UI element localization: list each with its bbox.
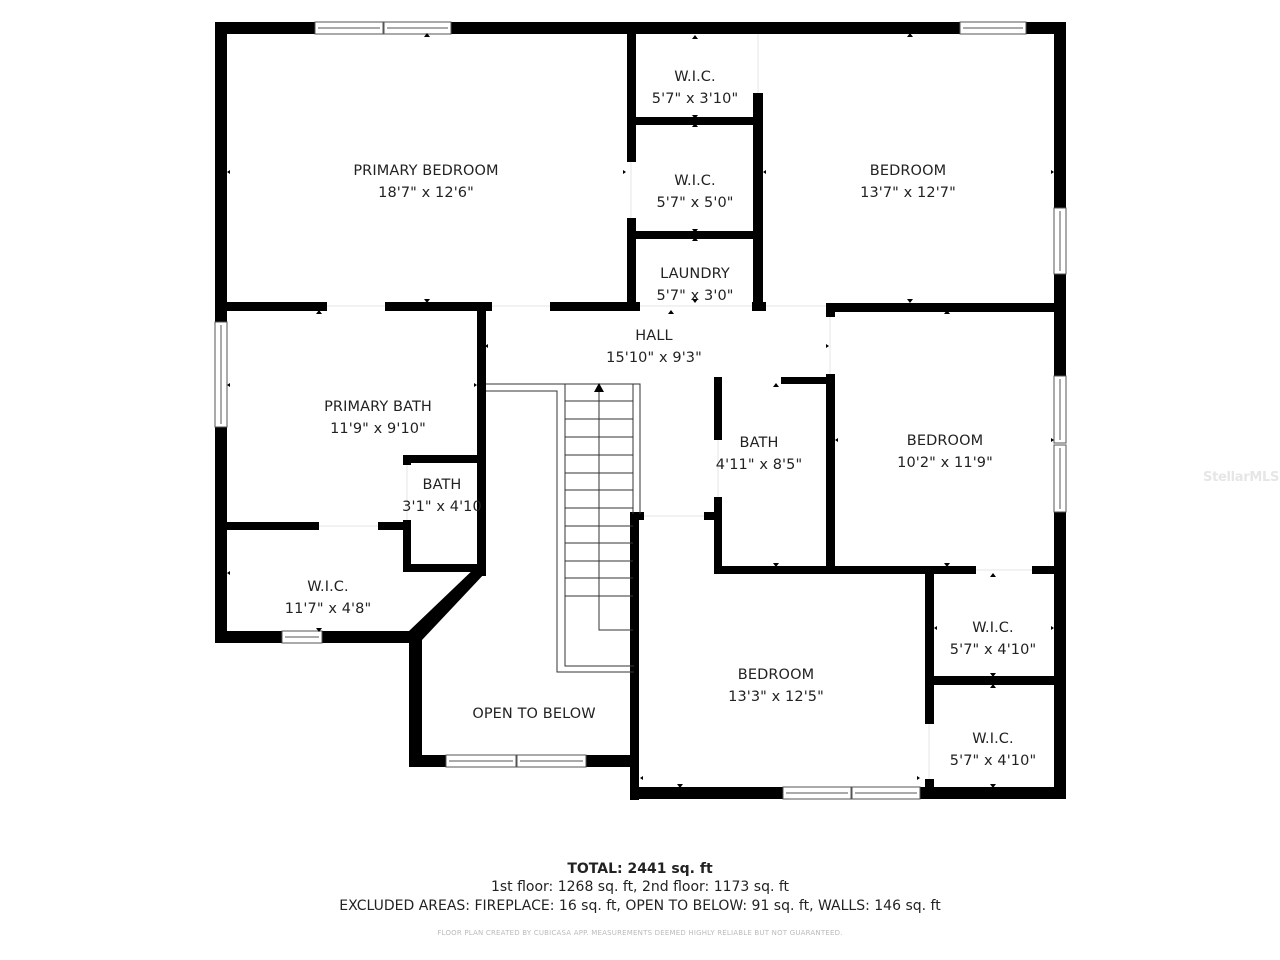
room-dimensions: 13'7" x 12'7"	[860, 185, 956, 201]
room-name: BATH	[739, 435, 779, 451]
room-name: BEDROOM	[869, 163, 947, 179]
room-name: PRIMARY BATH	[324, 399, 432, 415]
room-name: OPEN TO BELOW	[472, 706, 596, 722]
door-openings	[319, 34, 1032, 779]
room-open-to-below: OPEN TO BELOW	[472, 703, 595, 725]
plan-credit: FLOOR PLAN CREATED BY CUBICASA APP. MEAS…	[437, 929, 843, 937]
dimension-markers	[227, 33, 1054, 788]
room-name: W.I.C.	[307, 579, 349, 595]
windows	[214, 21, 1067, 800]
room-name: BATH	[422, 477, 462, 493]
room-bedroom-s: BEDROOM 13'3" x 12'5"	[728, 664, 824, 708]
walls	[215, 22, 1066, 800]
total-area: TOTAL: 2441 sq. ft	[567, 861, 713, 877]
room-bath-small: BATH 3'1" x 4'10	[402, 474, 482, 518]
room-dimensions: 11'7" x 4'8"	[284, 601, 372, 617]
room-wic-se-bottom: W.I.C. 5'7" x 4'10"	[950, 728, 1036, 772]
room-dimensions: 5'7" x 4'10"	[949, 753, 1037, 769]
room-wic-top: W.I.C. 5'7" x 3'10"	[652, 66, 738, 110]
room-name: BEDROOM	[906, 433, 984, 449]
room-name: W.I.C.	[972, 620, 1014, 636]
room-dimensions: 5'7" x 3'10"	[651, 91, 739, 107]
mls-watermark: StellarMLS	[1203, 470, 1280, 485]
room-dimensions: 13'3" x 12'5"	[728, 689, 824, 705]
room-primary-bedroom: PRIMARY BEDROOM 18'7" x 12'6"	[353, 160, 498, 204]
room-name: W.I.C.	[674, 69, 716, 85]
excluded-areas: EXCLUDED AREAS: FIREPLACE: 16 sq. ft, OP…	[339, 898, 941, 914]
room-dimensions: 3'1" x 4'10	[402, 499, 482, 515]
room-dimensions: 4'11" x 8'5"	[715, 457, 803, 473]
room-wic-se-top: W.I.C. 5'7" x 4'10"	[950, 617, 1036, 661]
room-dimensions: 15'10" x 9'3"	[606, 350, 702, 366]
room-bedroom-ne: BEDROOM 13'7" x 12'7"	[860, 160, 956, 204]
room-wic-middle: W.I.C. 5'7" x 5'0"	[656, 170, 733, 214]
room-name: LAUNDRY	[660, 266, 730, 282]
room-dimensions: 5'7" x 3'0"	[656, 288, 734, 304]
stair-direction-line	[598, 390, 633, 631]
room-dimensions: 18'7" x 12'6"	[378, 185, 474, 201]
staircase	[486, 383, 641, 673]
stair-up-arrow-icon	[594, 383, 604, 392]
room-dimensions: 5'7" x 5'0"	[656, 195, 734, 211]
room-name: BEDROOM	[737, 667, 815, 683]
room-dimensions: 10'2" x 11'9"	[897, 455, 993, 471]
room-dimensions: 11'9" x 9'10"	[330, 421, 426, 437]
room-bedroom-e: BEDROOM 10'2" x 11'9"	[897, 430, 993, 474]
room-laundry: LAUNDRY 5'7" x 3'0"	[656, 263, 733, 307]
room-wic-primary: W.I.C. 11'7" x 4'8"	[285, 576, 371, 620]
room-name: W.I.C.	[674, 173, 716, 189]
room-bath-hall: BATH 4'11" x 8'5"	[716, 432, 802, 476]
room-hall: HALL 15'10" x 9'3"	[606, 325, 702, 369]
room-name: HALL	[635, 328, 673, 344]
floor-areas: 1st floor: 1268 sq. ft, 2nd floor: 1173 …	[490, 879, 790, 895]
room-dimensions: 5'7" x 4'10"	[949, 642, 1037, 658]
room-primary-bath: PRIMARY BATH 11'9" x 9'10"	[324, 396, 432, 440]
room-name: PRIMARY BEDROOM	[353, 163, 499, 179]
room-name: W.I.C.	[972, 731, 1014, 747]
